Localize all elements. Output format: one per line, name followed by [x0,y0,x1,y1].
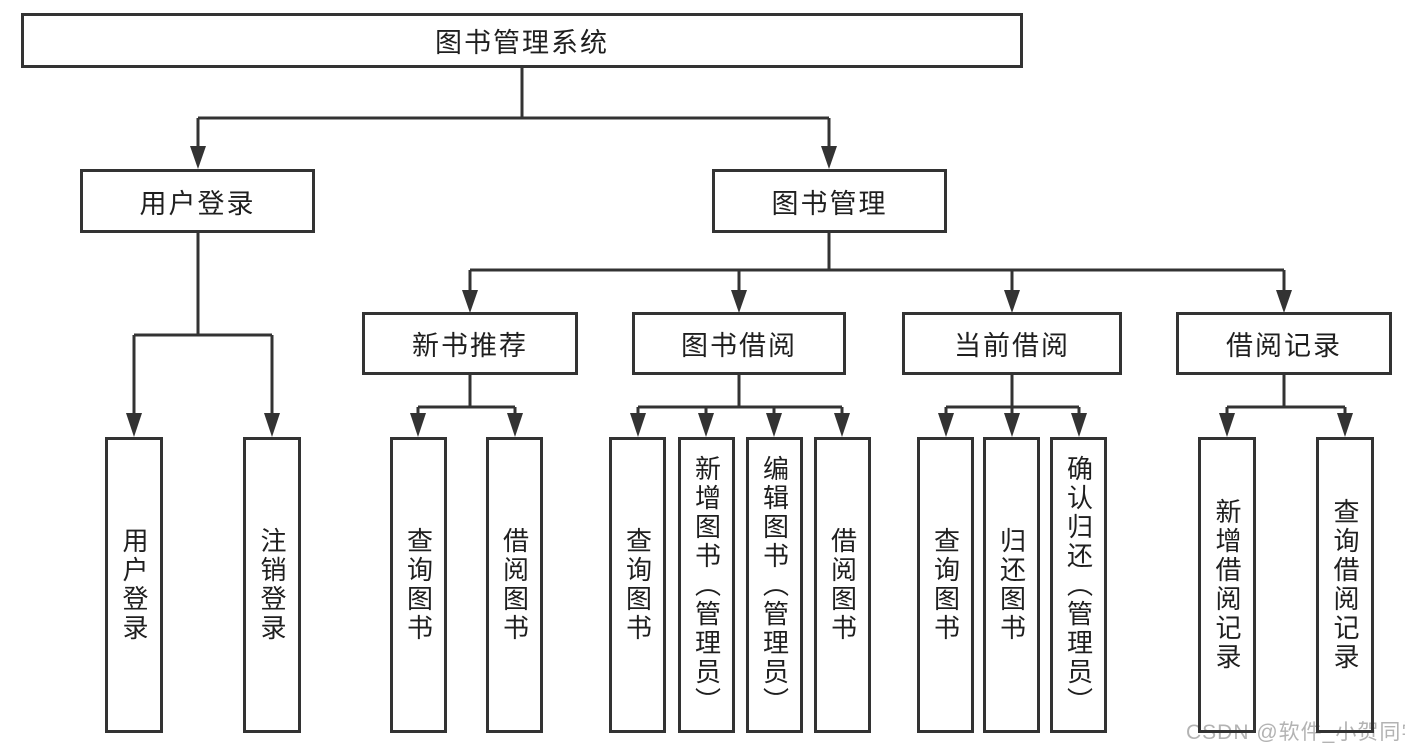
leaf-add-book-admin: 新增图书（管理员） [678,437,735,733]
leaf-return-book: 归还图书 [983,437,1040,733]
arrowheads [126,146,1353,437]
leaf-borrow-books: 借阅图书 [814,437,871,733]
leaf-confirm-return-admin: 确认归还（管理员） [1050,437,1107,733]
connector-new-book-to-leaves [416,375,517,416]
node-current-borrow: 当前借阅 [902,312,1122,375]
node-borrow-records: 借阅记录 [1176,312,1392,375]
node-user-login: 用户登录 [80,169,315,233]
connector-current-borrow-to-leaves [944,375,1081,416]
node-new-book-recommend: 新书推荐 [362,312,578,375]
node-book-management: 图书管理 [712,169,947,233]
connector-user-login-to-leaves [132,233,274,416]
connector-root-to-modules [196,68,831,148]
watermark: CSDN @软件_小贺同学 [1186,721,1405,744]
leaf-query-borrow-record: 查询借阅记录 [1316,437,1374,733]
leaf-query-books-current: 查询图书 [917,437,974,733]
leaf-user-login: 用户登录 [105,437,163,733]
node-root: 图书管理系统 [21,13,1023,68]
leaf-query-books-recommend: 查询图书 [390,437,447,733]
node-book-borrow: 图书借阅 [632,312,846,375]
leaf-query-books-borrow: 查询图书 [609,437,666,733]
leaf-edit-book-admin: 编辑图书（管理员） [746,437,803,733]
connector-book-borrow-to-leaves [636,375,844,416]
leaf-logout: 注销登录 [243,437,301,733]
leaf-borrow-books-recommend: 借阅图书 [486,437,543,733]
connector-book-management-to-submodules [468,233,1286,292]
leaf-add-borrow-record: 新增借阅记录 [1198,437,1256,733]
connector-records-to-leaves [1225,375,1347,416]
